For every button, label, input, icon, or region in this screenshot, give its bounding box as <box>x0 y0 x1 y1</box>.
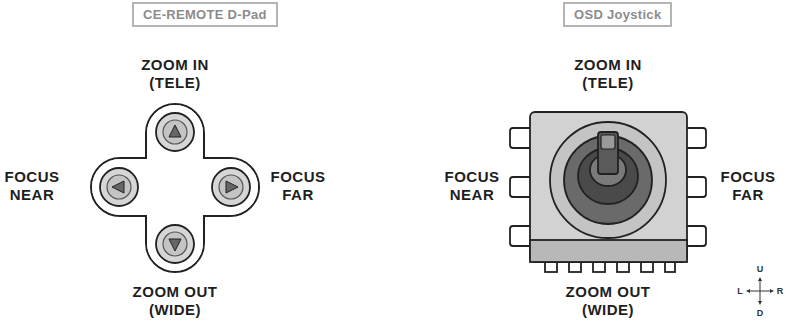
control-label: ZOOM OUT (WIDE) <box>558 283 658 319</box>
direction-letter: R <box>774 286 786 296</box>
d-pad <box>91 104 259 272</box>
direction-letter: D <box>754 308 766 318</box>
panel-title: OSD Joystick <box>563 2 672 27</box>
control-label: FOCUS FAR <box>267 168 329 204</box>
control-label: FOCUS FAR <box>717 168 779 204</box>
direction-letter: U <box>754 264 766 274</box>
joystick <box>510 112 706 272</box>
direction-compass <box>746 277 774 305</box>
title-text: OSD Joystick <box>574 7 661 22</box>
control-label: ZOOM OUT (WIDE) <box>125 283 225 319</box>
control-label: ZOOM IN (TELE) <box>125 56 225 92</box>
control-label: FOCUS NEAR <box>441 168 503 204</box>
direction-letter: L <box>734 286 746 296</box>
control-label: FOCUS NEAR <box>1 168 63 204</box>
control-label: ZOOM IN (TELE) <box>558 56 658 92</box>
panel-title: CE-REMOTE D-Pad <box>132 2 278 27</box>
title-text: CE-REMOTE D-Pad <box>143 7 267 22</box>
